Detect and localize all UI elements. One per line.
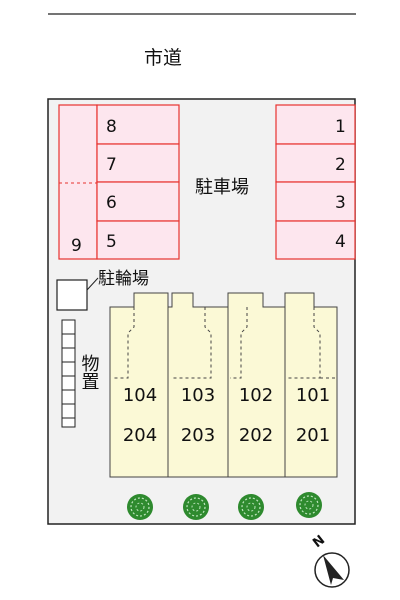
unit-103-label: 103 (181, 385, 215, 406)
parking-label-9: 9 (71, 236, 82, 256)
unit-102-dashed-outline (230, 307, 248, 379)
parking-label-8: 8 (106, 117, 117, 137)
parking-space-8 (96, 104, 180, 145)
parking-label-4: 4 (335, 232, 346, 252)
storage-shed (61, 375, 76, 391)
parking-label-2: 2 (335, 155, 346, 175)
unit-204-label: 204 (123, 425, 157, 446)
unit-103-dashed-outline (171, 307, 212, 379)
unit-101-label: 101 (296, 385, 330, 406)
storage-label: 物置 (79, 354, 100, 390)
tree-icon (238, 494, 264, 520)
unit-104-label: 104 (123, 385, 157, 406)
unit-202-label: 202 (239, 425, 273, 446)
road-label: 市道 (144, 47, 182, 69)
parking-right-block: 1 2 3 4 (275, 104, 356, 260)
storage-shed (61, 319, 76, 335)
storage-label-text: 物置 (79, 354, 100, 390)
parking-space-7 (96, 143, 180, 183)
north-compass: N (310, 533, 350, 588)
unit-102-label: 102 (239, 385, 273, 406)
storage-shed (61, 347, 76, 363)
unit-101-dashed-outline (288, 307, 321, 379)
parking-area-label: 駐車場 (195, 177, 249, 198)
apartment-building: 104 103 102 101 204 203 202 201 (109, 292, 338, 478)
storage-shed (61, 403, 76, 419)
parking-label-3: 3 (335, 193, 346, 213)
compass-north-label: N (310, 533, 328, 552)
parking-label-6: 6 (106, 193, 117, 213)
storage-sheds (61, 319, 76, 428)
parking-label-5: 5 (106, 232, 117, 252)
storage-shed (61, 389, 76, 405)
parking-label-7: 7 (106, 155, 117, 175)
tree-icon (127, 494, 153, 520)
parking-label-1: 1 (335, 117, 346, 137)
parking-left-block: 8 7 6 5 9 (58, 104, 180, 260)
tree-icon (183, 494, 209, 520)
bike-parking-box (56, 279, 88, 311)
tree-icon (296, 492, 322, 518)
parking-space-5 (96, 220, 180, 260)
compass-arrow-icon (323, 555, 344, 585)
storage-shed (61, 417, 76, 428)
storage-shed (61, 361, 76, 377)
unit-104-dashed-outline (113, 307, 135, 379)
unit-203-label: 203 (181, 425, 215, 446)
parking-space-6 (96, 181, 180, 222)
parking-space-4 (275, 220, 356, 260)
bike-parking-leader-line (86, 277, 99, 291)
parking-space-1 (275, 104, 356, 145)
unit-201-label: 201 (296, 425, 330, 446)
bike-parking-label: 駐輪場 (98, 269, 149, 289)
parking-space-9 (58, 104, 98, 260)
storage-shed (61, 333, 76, 349)
